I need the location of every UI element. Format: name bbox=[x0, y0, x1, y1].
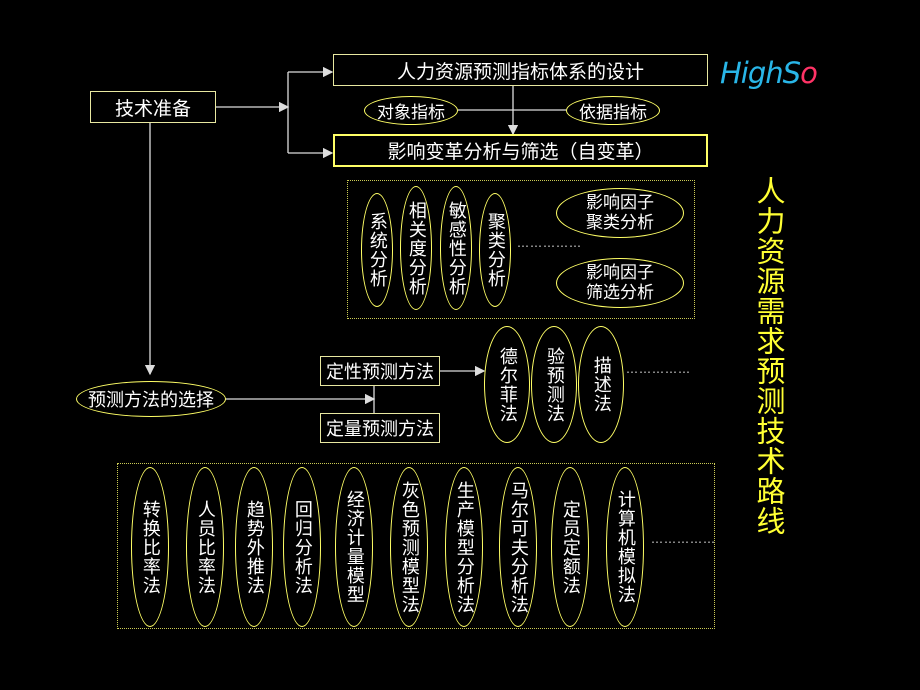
analysis-method-3: 聚类分析 bbox=[479, 193, 511, 307]
object-indicator-ellipse: 对象指标 bbox=[364, 96, 458, 125]
quant-method-0: 转换比率法 bbox=[131, 467, 169, 627]
quantitative-group bbox=[117, 463, 715, 629]
side-title: 人力资源需求预测技术路线 bbox=[752, 176, 786, 536]
influence-factor-1: 影响因子筛选分析 bbox=[556, 258, 684, 308]
quant-method-2: 趋势外推法 bbox=[235, 467, 273, 627]
qualitative-method-0: 德尔菲法 bbox=[484, 326, 530, 443]
quant-method-3: 回归分析法 bbox=[283, 467, 321, 627]
quant-method-8: 定员定额法 bbox=[551, 467, 589, 627]
qualitative-method-2: 描述法 bbox=[578, 326, 624, 443]
quantitative-box: 定量预测方法 bbox=[320, 413, 440, 443]
quant-method-1: 人员比率法 bbox=[186, 467, 224, 627]
qualitative-box: 定性预测方法 bbox=[320, 356, 440, 386]
analysis-method-0: 系统分析 bbox=[361, 193, 393, 307]
quant-method-4: 经济计量模型 bbox=[335, 467, 373, 627]
indicator-design-box: 人力资源预测指标体系的设计 bbox=[333, 54, 708, 86]
basis-indicator-ellipse: 依据指标 bbox=[566, 96, 660, 125]
quant-method-5: 灰色预测模型法 bbox=[390, 467, 428, 627]
quantitative-ellipsis: …………… bbox=[651, 532, 716, 546]
tech-prep-box: 技术准备 bbox=[90, 91, 216, 123]
qualitative-ellipsis: …………… bbox=[626, 362, 691, 376]
quant-method-6: 生产模型分析法 bbox=[445, 467, 483, 627]
analysis-method-1: 相关度分析 bbox=[400, 186, 432, 310]
influence-analysis-box: 影响变革分析与筛选（自变革） bbox=[333, 134, 708, 167]
analysis-group bbox=[347, 180, 695, 319]
qualitative-method-1: 验预测法 bbox=[531, 326, 577, 443]
quant-method-9: 计算机模拟法 bbox=[606, 467, 644, 627]
method-selection-ellipse: 预测方法的选择 bbox=[76, 381, 226, 417]
highso-logo: HighSo bbox=[720, 56, 818, 90]
analysis-method-2: 敏感性分析 bbox=[440, 186, 472, 310]
influence-factor-0: 影响因子聚类分析 bbox=[556, 188, 684, 238]
analysis-ellipsis: …………… bbox=[517, 236, 582, 250]
quant-method-7: 马尔可夫分析法 bbox=[499, 467, 537, 627]
